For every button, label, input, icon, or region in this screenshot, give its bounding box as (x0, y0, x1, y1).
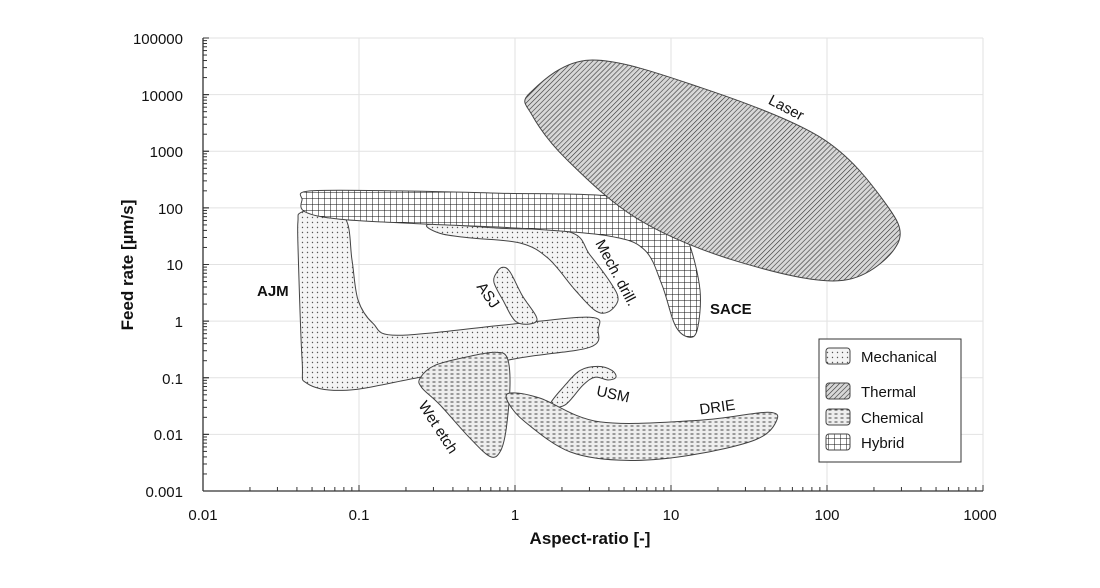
y-tick-label: 1000 (150, 144, 183, 161)
region-ajm (297, 209, 601, 391)
region-asj (493, 266, 538, 325)
region-label-ajm: AJM (257, 283, 289, 300)
x-tick-label: 10 (663, 507, 680, 524)
region-wet-etch (418, 351, 511, 458)
region-laser (524, 59, 901, 282)
region-label-sace: SACE (710, 301, 752, 318)
regions (297, 59, 901, 461)
y-tick-label: 0.001 (145, 484, 183, 501)
region-sace (299, 189, 701, 338)
x-tick-label: 1000 (963, 507, 996, 524)
x-axis-title: Aspect-ratio [-] (530, 529, 651, 548)
y-tick-label: 0.01 (154, 427, 183, 444)
region-label-drie: DRIE (698, 397, 736, 419)
y-tick-label: 1 (175, 314, 183, 331)
x-tick-label: 100 (814, 507, 839, 524)
legend: Mechanical Thermal Chemical Hybrid (818, 338, 962, 463)
legend-swatch-chemical (825, 408, 851, 426)
x-tick-label: 0.1 (349, 507, 370, 524)
y-tick-label: 10 (166, 257, 183, 274)
axes (202, 37, 984, 492)
legend-label-mechanical: Mechanical (861, 349, 937, 366)
y-tick-label: 100 (158, 201, 183, 218)
y-tick-label: 100000 (133, 31, 183, 48)
legend-label-thermal: Thermal (861, 384, 916, 401)
legend-label-chemical: Chemical (861, 410, 924, 427)
region-drie (505, 392, 779, 461)
y-axis-title: Feed rate [µm/s] (118, 200, 137, 331)
x-tick-label: 0.01 (188, 507, 217, 524)
legend-swatch-mechanical (825, 347, 851, 365)
legend-label-hybrid: Hybrid (861, 435, 904, 452)
region-label-usm: USM (595, 383, 631, 407)
y-tick-labels: 100000 10000 1000 100 10 1 0.1 0.01 0.00… (133, 31, 183, 501)
region-usm (549, 365, 617, 408)
x-tick-label: 1 (511, 507, 519, 524)
legend-swatch-hybrid (825, 433, 851, 451)
y-tick-label: 10000 (141, 88, 183, 105)
legend-swatch-thermal (825, 382, 851, 400)
x-tick-labels: 0.01 0.1 1 10 100 1000 (188, 507, 996, 524)
y-tick-label: 0.1 (162, 371, 183, 388)
